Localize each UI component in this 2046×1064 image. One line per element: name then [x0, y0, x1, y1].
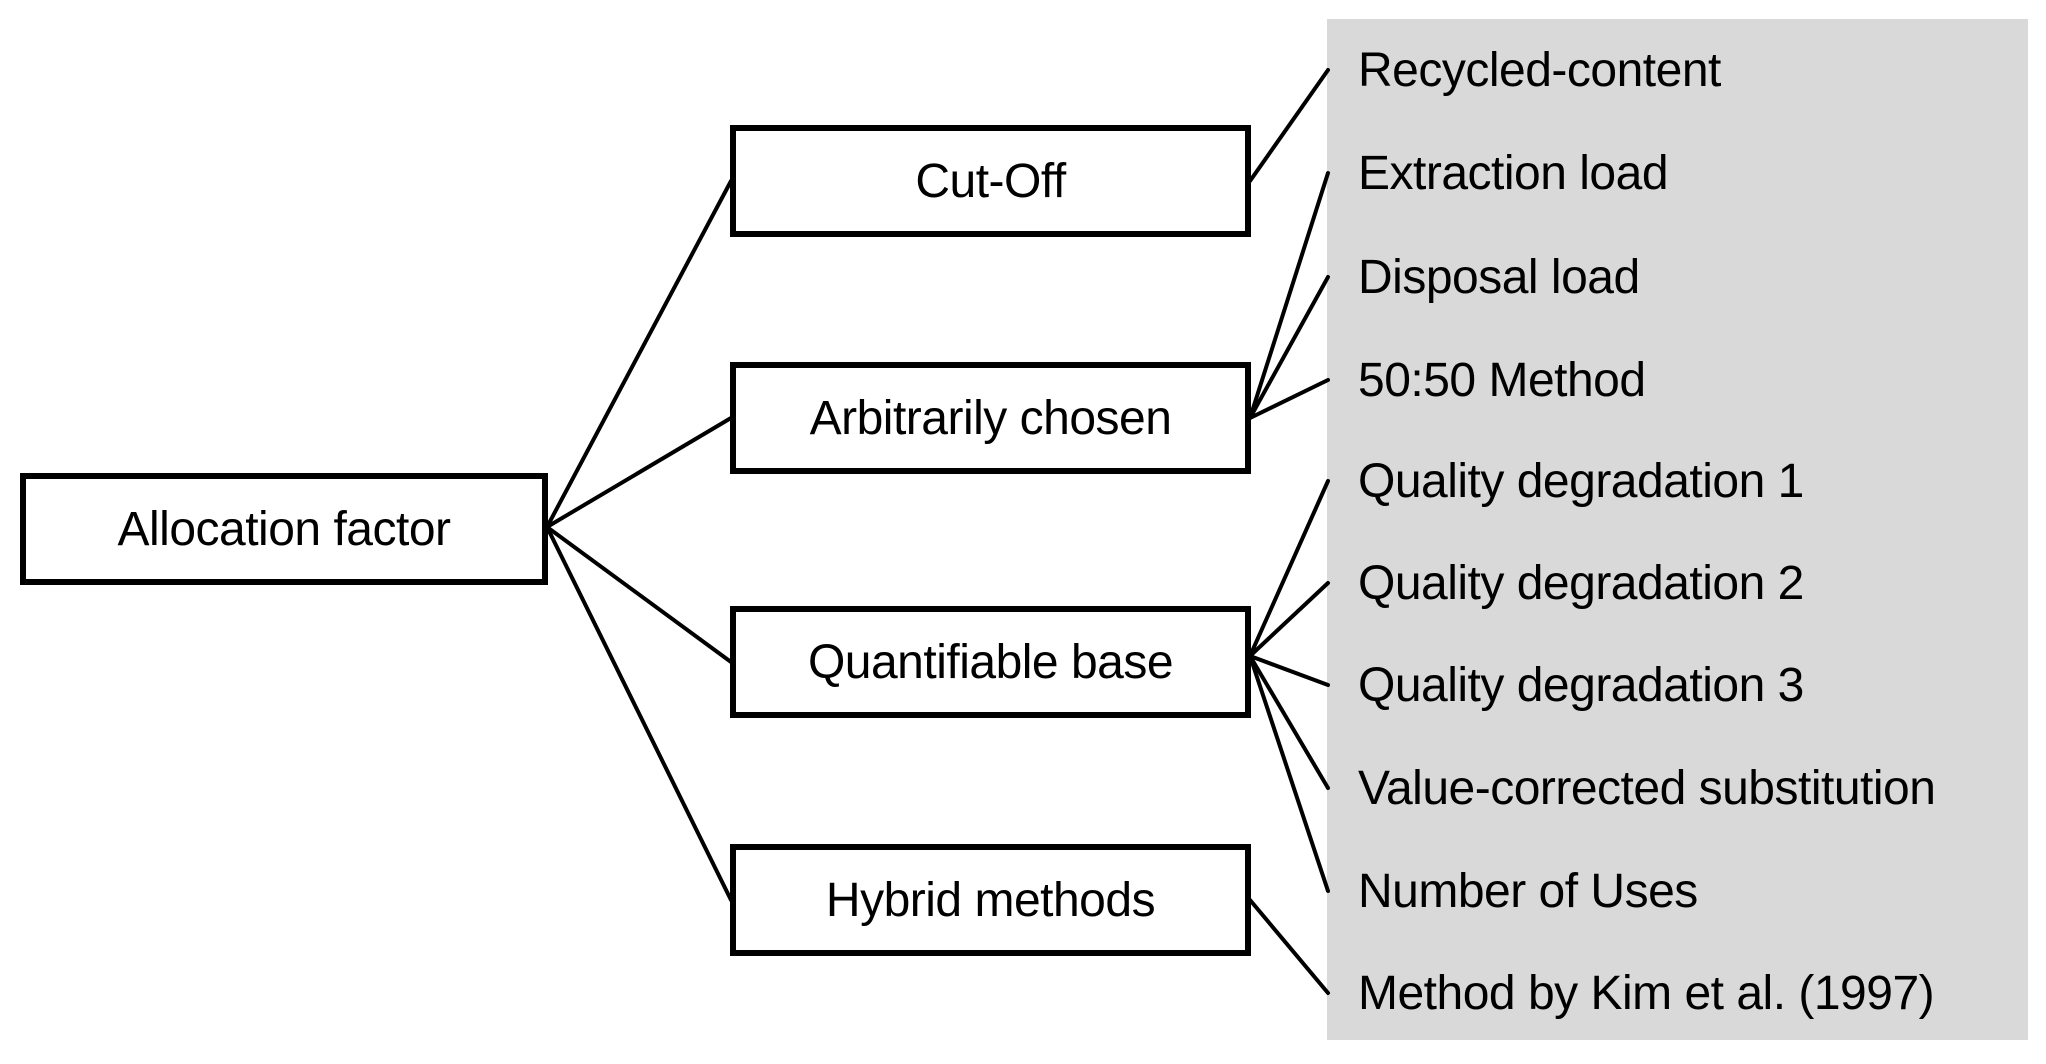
tree-leaf-extraction-load: Extraction load [1358, 146, 1669, 200]
edge-arbitrarily-disposal-load [1248, 275, 1330, 420]
edge-root-cut-off [545, 179, 733, 529]
tree-branch-node-quantifiable-base: Quantifiable base [730, 606, 1251, 718]
tree-leaf-quality-degradation-1: Quality degradation 1 [1358, 454, 1804, 508]
edge-root-arbitrarily-chosen [545, 416, 733, 529]
edge-arbitrarily-extraction-load [1248, 171, 1330, 420]
tree-leaf-quality-degradation-2: Quality degradation 2 [1358, 556, 1804, 610]
tree-branch-node-cut-off: Cut-Off [730, 125, 1251, 237]
tree-root-node-allocation-factor: Allocation factor [20, 473, 548, 585]
edge-quantifiable-quality-deg-3 [1248, 654, 1330, 687]
edge-root-quantifiable-base [545, 525, 733, 664]
tree-leaf-quality-degradation-3: Quality degradation 3 [1358, 658, 1804, 712]
branch-node-label: Arbitrarily chosen [809, 391, 1172, 445]
edge-cut-off-recycled-content [1248, 68, 1330, 183]
edge-root-hybrid-methods [545, 525, 733, 902]
tree-leaf-value-corrected-substitution: Value-corrected substitution [1358, 761, 1936, 815]
root-node-label: Allocation factor [117, 502, 451, 556]
edge-quantifiable-quality-deg-2 [1248, 581, 1330, 658]
branch-node-label: Hybrid methods [825, 873, 1156, 927]
edge-arbitrarily-5050-method [1248, 378, 1330, 420]
edge-quantifiable-number-of-uses [1248, 654, 1330, 893]
tree-leaf-recycled-content: Recycled-content [1358, 43, 1721, 97]
leaf-panel-background [1327, 19, 2028, 1040]
tree-leaf-5050-method: 50:50 Method [1358, 353, 1646, 407]
branch-node-label: Quantifiable base [807, 635, 1174, 689]
edge-quantifiable-quality-deg-1 [1248, 479, 1330, 658]
tree-leaf-number-of-uses: Number of Uses [1358, 864, 1698, 918]
edge-quantifiable-value-corrected [1248, 654, 1330, 790]
tree-leaf-disposal-load: Disposal load [1358, 250, 1640, 304]
tree-leaf-method-by-kim: Method by Kim et al. (1997) [1358, 966, 1935, 1020]
branch-node-label: Cut-Off [915, 154, 1066, 208]
tree-branch-node-hybrid-methods: Hybrid methods [730, 844, 1251, 956]
edge-hybrid-method-by-kim [1248, 898, 1330, 995]
tree-branch-node-arbitrarily-chosen: Arbitrarily chosen [730, 362, 1251, 474]
